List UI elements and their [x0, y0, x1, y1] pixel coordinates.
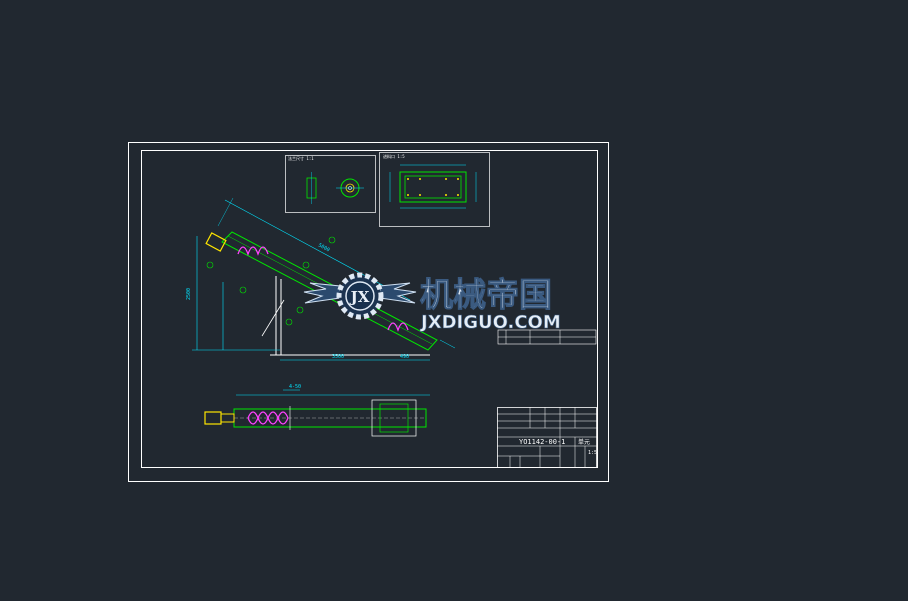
detail-view-inlet: 进料口 1:5	[379, 152, 490, 227]
plan-view	[204, 389, 430, 437]
sheet-inner-frame	[141, 150, 598, 468]
scale-label: 1:5	[588, 450, 597, 456]
svg-text:法兰尺寸 1:1: 法兰尺寸 1:1	[288, 155, 314, 161]
detail-view-flange: 法兰尺寸 1:1	[285, 155, 376, 213]
sheet-label: 单元	[578, 438, 590, 446]
dim-spacing: 4-50	[289, 384, 301, 390]
elevation-view	[192, 197, 456, 361]
title-block	[497, 407, 597, 468]
parts-list	[497, 329, 597, 345]
sheet-outer-frame	[128, 142, 609, 482]
svg-text:进料口 1:5: 进料口 1:5	[383, 153, 405, 159]
watermark-subtitle: JXDIGUO.COM	[419, 312, 561, 333]
watermark-badge: JX	[349, 288, 370, 306]
dim-width: 490	[400, 354, 409, 360]
watermark-title: 机械帝国	[420, 275, 552, 314]
watermark-logo	[303, 272, 417, 320]
drawing-number: YO1142-00-1	[519, 438, 565, 446]
dim-total-length: 5000	[317, 242, 330, 253]
dim-horizontal: 3500	[332, 354, 344, 360]
dim-height: 2500	[186, 288, 192, 300]
